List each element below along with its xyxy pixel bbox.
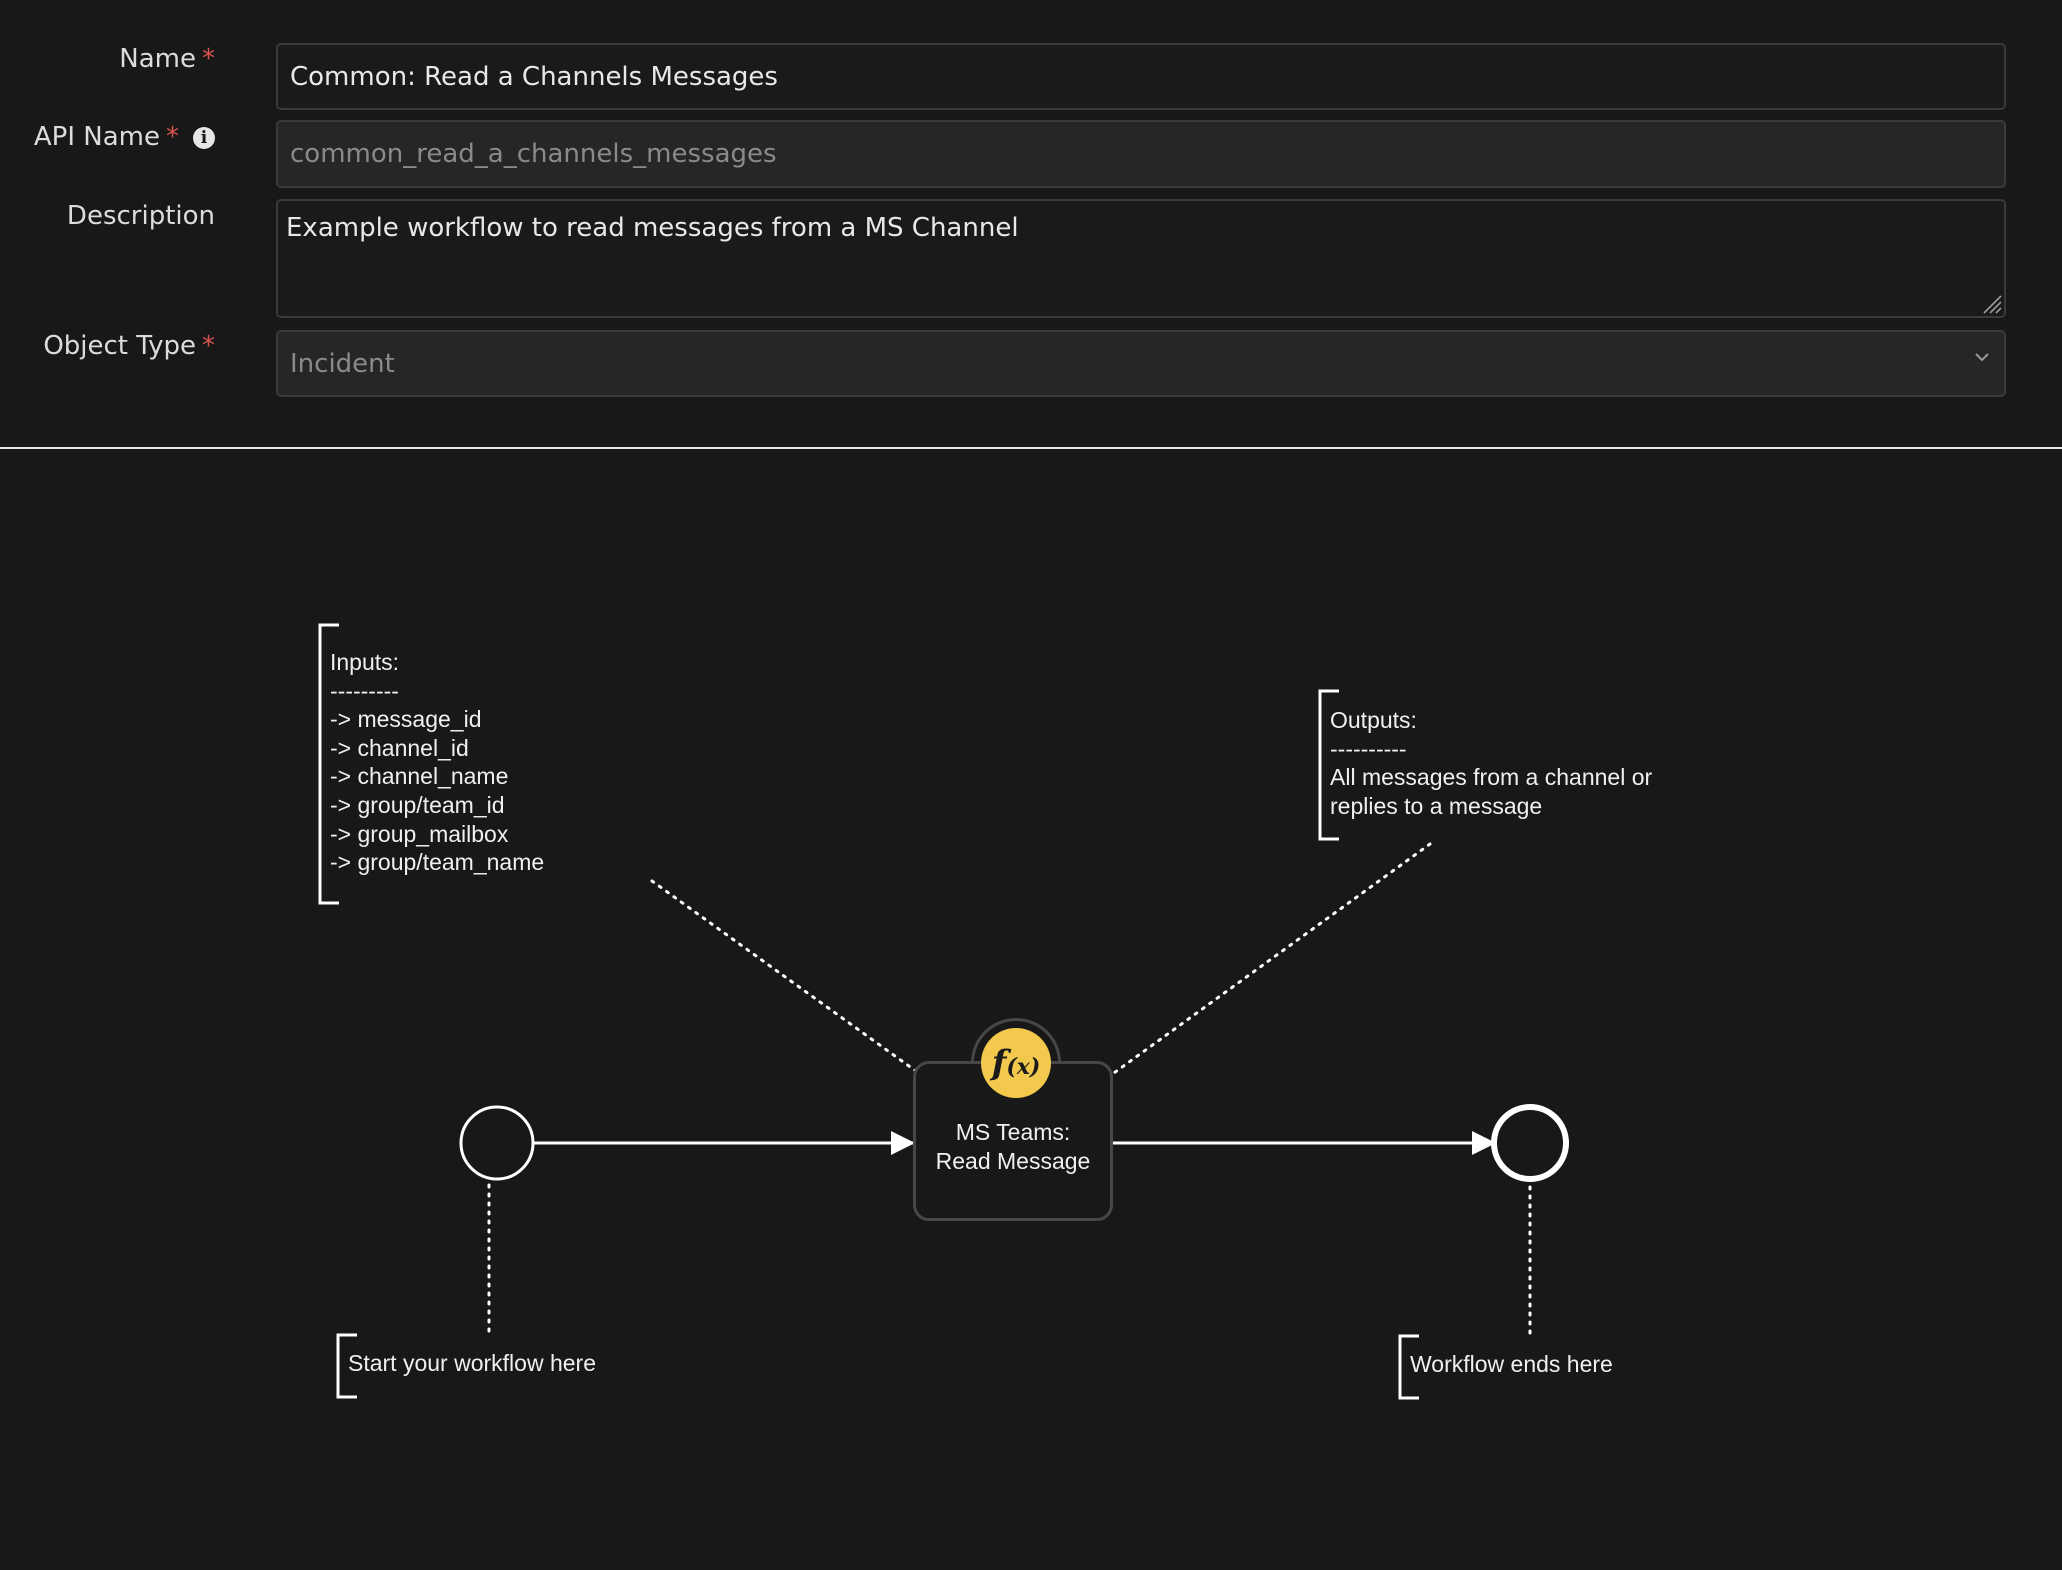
section-divider — [0, 447, 2062, 449]
end-event[interactable] — [1491, 1104, 1569, 1182]
required-mark: * — [202, 44, 215, 74]
api-name-label: API Name*i — [5, 122, 215, 152]
end-annotation[interactable]: Workflow ends here — [1410, 1351, 1613, 1377]
info-icon[interactable]: i — [193, 127, 215, 149]
function-icon: f(x) — [981, 1028, 1051, 1098]
task-label: MS Teams: Read Message — [935, 1119, 1091, 1174]
api-name-input[interactable]: common_read_a_channels_messages — [276, 120, 2006, 188]
outputs-association-line — [1105, 842, 1432, 1080]
name-label: Name* — [119, 44, 215, 74]
end-annotation-bracket — [1398, 1334, 1419, 1400]
object-type-label: Object Type* — [43, 331, 215, 361]
description-label: Description — [66, 201, 215, 231]
inputs-annotation[interactable]: Inputs: --------- -> message_id -> chann… — [330, 649, 545, 876]
start-annotation[interactable]: Start your workflow here — [348, 1350, 596, 1376]
name-input[interactable]: Common: Read a Channels Messages — [276, 43, 2006, 110]
workflow-diagram — [318, 623, 1569, 1400]
description-textarea[interactable]: Example workflow to read messages from a… — [276, 199, 2006, 318]
required-mark: * — [202, 331, 215, 361]
required-mark: * — [166, 122, 179, 152]
inputs-annotation-bracket — [318, 623, 339, 905]
workflow-canvas[interactable]: Inputs: --------- -> message_id -> chann… — [0, 449, 2062, 1570]
start-event[interactable] — [459, 1105, 535, 1181]
chevron-down-icon — [1975, 353, 1989, 362]
outputs-annotation-bracket — [1318, 689, 1339, 841]
resize-grip-icon[interactable] — [1980, 292, 2002, 314]
outputs-annotation[interactable]: Outputs: ---------- All messages from a … — [1330, 707, 1653, 819]
object-type-select[interactable]: Incident — [276, 330, 2006, 397]
inputs-association-line — [650, 879, 922, 1076]
workflow-properties-form: Name* Common: Read a Channels Messages A… — [0, 0, 2062, 447]
start-annotation-bracket — [336, 1333, 357, 1399]
